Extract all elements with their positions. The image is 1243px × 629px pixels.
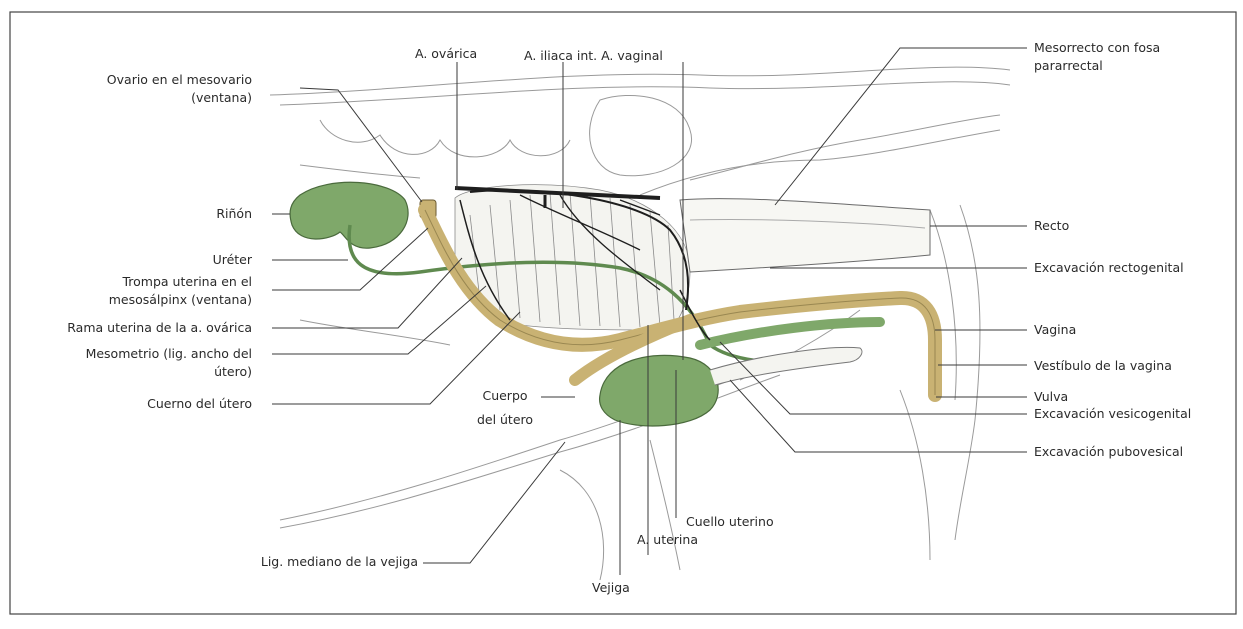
label-trompa-2: mesosálpinx (ventana) — [28, 292, 252, 308]
label-vulva: Vulva — [1034, 389, 1068, 405]
label-lig-mediano: Lig. mediano de la vejiga — [160, 554, 418, 570]
label-vagina: Vagina — [1034, 322, 1076, 338]
label-a-iliaca: A. iliaca int. A. vaginal — [524, 48, 663, 64]
label-ureter: Uréter — [140, 252, 252, 268]
label-cuello: Cuello uterino — [686, 514, 774, 530]
label-a-ovarica: A. ovárica — [415, 46, 477, 62]
label-vejiga: Vejiga — [592, 580, 630, 596]
label-vestibulo: Vestíbulo de la vagina — [1034, 358, 1172, 374]
label-mesorrecto: Mesorrecto con fosa — [1034, 40, 1160, 56]
label-mesometrio: Mesometrio (lig. ancho del — [28, 346, 252, 362]
label-a-uterina: A. uterina — [637, 532, 698, 548]
label-mesorrecto-2: pararrectal — [1034, 58, 1103, 74]
label-exc-pubovesical: Excavación pubovesical — [1034, 444, 1183, 460]
label-ovario: Ovario en el mesovario — [28, 72, 252, 88]
label-recto: Recto — [1034, 218, 1069, 234]
label-exc-rectogenital: Excavación rectogenital — [1034, 260, 1184, 276]
label-cuerpo: Cuerpo — [470, 388, 540, 404]
label-ovario-2: (ventana) — [28, 90, 252, 106]
label-cuerpo-2: del útero — [460, 412, 550, 428]
label-exc-vesicogenital: Excavación vesicogenital — [1034, 406, 1191, 422]
label-rinon: Riñón — [140, 206, 252, 222]
label-trompa: Trompa uterina en el — [28, 274, 252, 290]
label-rama-uterina: Rama uterina de la a. ovárica — [10, 320, 252, 336]
label-cuerno: Cuerno del útero — [28, 396, 252, 412]
label-mesometrio-2: útero) — [28, 364, 252, 380]
